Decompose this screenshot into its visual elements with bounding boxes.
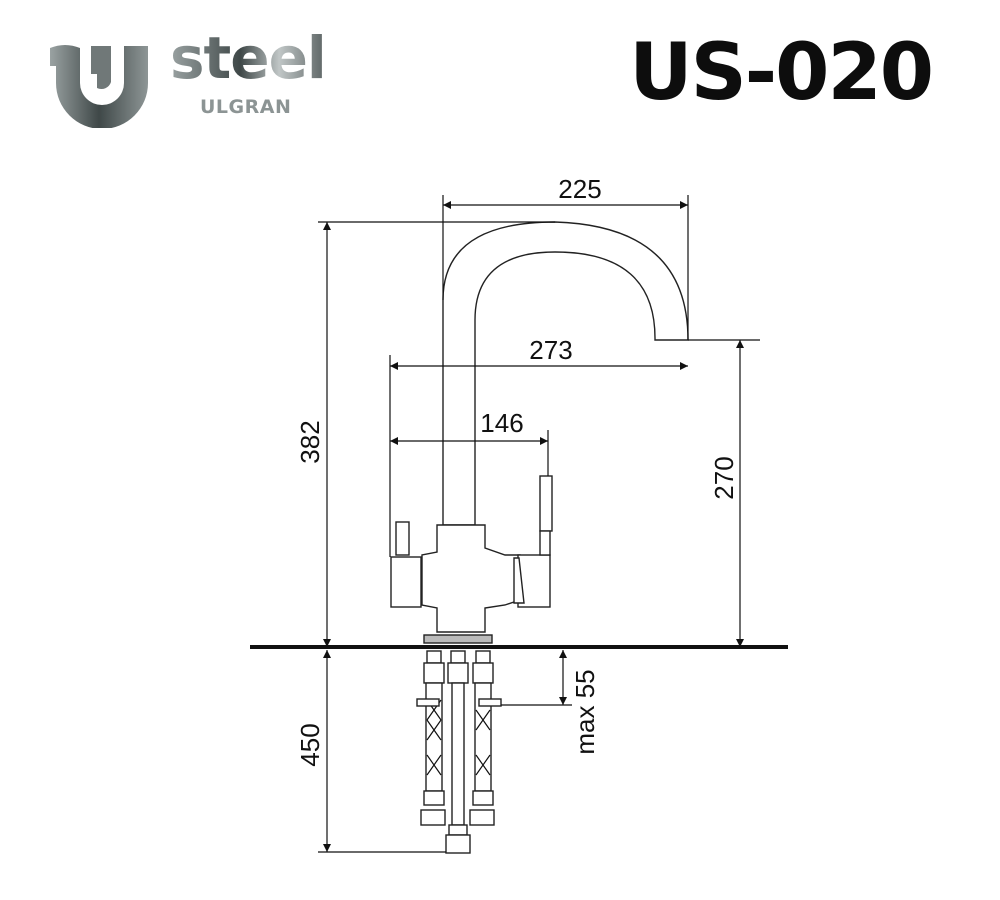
dim-270: 270 (709, 456, 739, 499)
dim-max-55: max 55 (570, 669, 600, 754)
faucet-body (390, 475, 553, 644)
model-number: US-020 (629, 28, 934, 118)
dim-382: 382 (295, 420, 325, 463)
hose-right (469, 650, 502, 826)
hose-center (445, 650, 471, 854)
supply-hoses (416, 650, 502, 854)
dim-146: 146 (480, 408, 523, 438)
dim-450: 450 (295, 723, 325, 766)
dim-225: 225 (558, 174, 601, 204)
hose-left (416, 650, 446, 826)
dim-273: 273 (529, 335, 572, 365)
brand-subtitle: ULGRAN (200, 96, 292, 118)
extension-lines (318, 195, 760, 853)
brand-name: steel (170, 24, 327, 92)
faucet-spout (442, 221, 689, 526)
ulgran-u-icon (50, 45, 148, 129)
brand-logo: steel ULGRAN (45, 24, 335, 129)
